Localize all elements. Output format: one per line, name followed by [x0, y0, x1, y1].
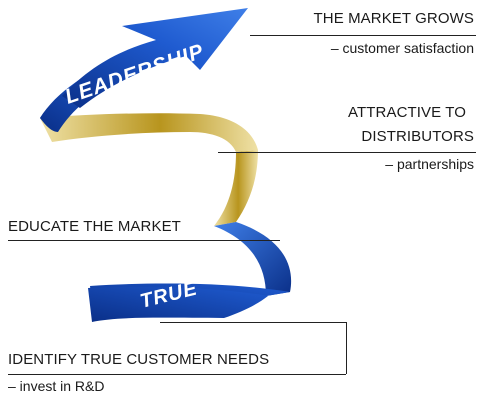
stage-title-educate: EDUCATE THE MARKET: [8, 218, 181, 235]
stage-subtitle-distributors: – partnerships: [385, 156, 474, 172]
ribbon-blue-mid: [214, 222, 292, 296]
stage-title-needs: IDENTIFY TRUE CUSTOMER NEEDS: [8, 351, 270, 368]
ribbon-blue-bottom-body: [88, 286, 268, 322]
stage-title-market-grows: THE MARKET GROWS: [313, 10, 474, 27]
stage-rule-needs-top: [160, 322, 346, 323]
arrow-head: [62, 8, 248, 108]
stage-subtitle-market-grows: – customer satisfaction: [330, 40, 474, 56]
stage-rule-needs: [8, 374, 346, 375]
stage-rule-distributors: [218, 152, 476, 153]
stage-rule-educate: [8, 240, 280, 241]
ribbon-gold-lower: [214, 150, 258, 226]
stage-rule-market-grows: [250, 35, 476, 36]
stage-title-distributors-line1: ATTRACTIVE TO: [348, 104, 466, 121]
ribbon-gold-upper: [40, 113, 258, 152]
stage-subtitle-needs: – invest in R&D: [8, 378, 105, 394]
stage-title-distributors-line2: DISTRIBUTORS: [361, 128, 474, 145]
stage-rule-needs-vertical: [346, 322, 347, 374]
